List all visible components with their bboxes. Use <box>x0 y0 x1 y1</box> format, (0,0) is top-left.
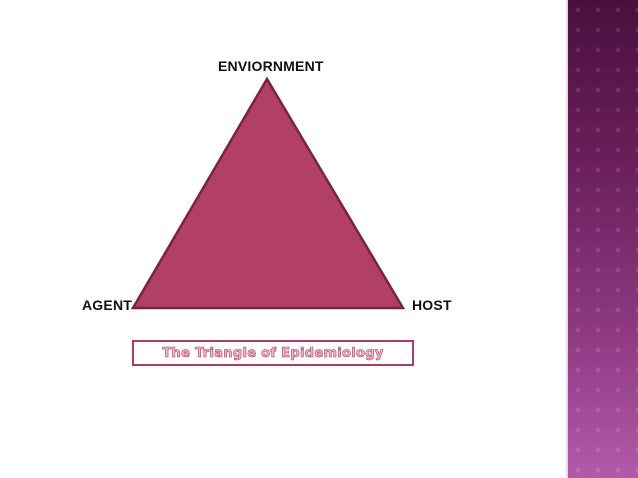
side-band-divider <box>566 0 568 478</box>
vertex-label-environment: ENVIORNMENT <box>218 58 324 74</box>
epidemiology-triangle <box>130 76 406 310</box>
caption-text: The Triangle of Epidemiology <box>162 345 384 361</box>
side-band-pattern <box>568 0 638 478</box>
vertex-label-agent: AGENT <box>82 297 132 313</box>
triangle-shape <box>130 76 406 310</box>
caption-box: The Triangle of Epidemiology <box>132 340 414 366</box>
vertex-label-host: HOST <box>412 297 452 313</box>
decorative-side-band <box>568 0 638 478</box>
